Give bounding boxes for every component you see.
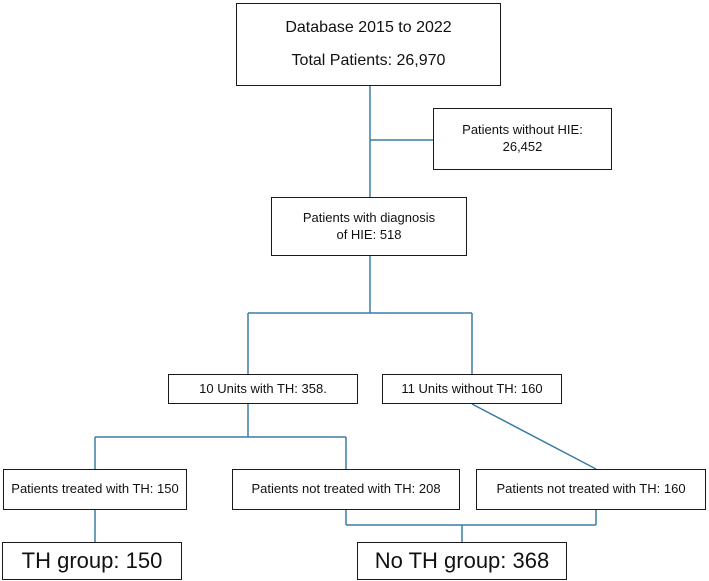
without-hie-count: 26,452 xyxy=(502,139,543,154)
not-treated-160-box: Patients not treated with TH: 160 xyxy=(476,469,706,510)
no-th-group-label: No TH group: 368 xyxy=(374,547,550,573)
not-treated-160-label: Patients not treated with TH: 160 xyxy=(496,481,686,497)
units-without-th-box: 11 Units without TH: 160 xyxy=(382,374,562,404)
not-treated-208-label: Patients not treated with TH: 208 xyxy=(251,481,441,497)
with-hie-count: of HIE: 518 xyxy=(336,226,402,242)
not-treated-208-box: Patients not treated with TH: 208 xyxy=(232,469,460,510)
without-hie-label: Patients without HIE: xyxy=(462,122,583,138)
units-with-th-label: 10 Units with TH: 358. xyxy=(199,380,327,396)
with-hie-label: Patients with diagnosis xyxy=(302,209,436,225)
no-th-group-box: No TH group: 368 xyxy=(357,542,567,580)
total-patients: Total Patients: 26,970 xyxy=(291,51,446,69)
database-box: Database 2015 to 2022 Total Patients: 26… xyxy=(236,3,501,86)
connector-diagonal-not-treated-160 xyxy=(471,403,597,470)
with-hie-box: Patients with diagnosis of HIE: 518 xyxy=(271,197,467,256)
units-with-th-box: 10 Units with TH: 358. xyxy=(168,374,358,404)
treated-th-box: Patients treated with TH: 150 xyxy=(3,469,187,510)
database-title: Database 2015 to 2022 xyxy=(285,18,452,36)
without-hie-box: Patients without HIE: 26,452 xyxy=(433,108,612,170)
th-group-box: TH group: 150 xyxy=(2,542,182,580)
th-group-label: TH group: 150 xyxy=(21,547,163,573)
treated-th-label: Patients treated with TH: 150 xyxy=(11,481,179,497)
units-without-th-label: 11 Units without TH: 160 xyxy=(401,380,543,396)
